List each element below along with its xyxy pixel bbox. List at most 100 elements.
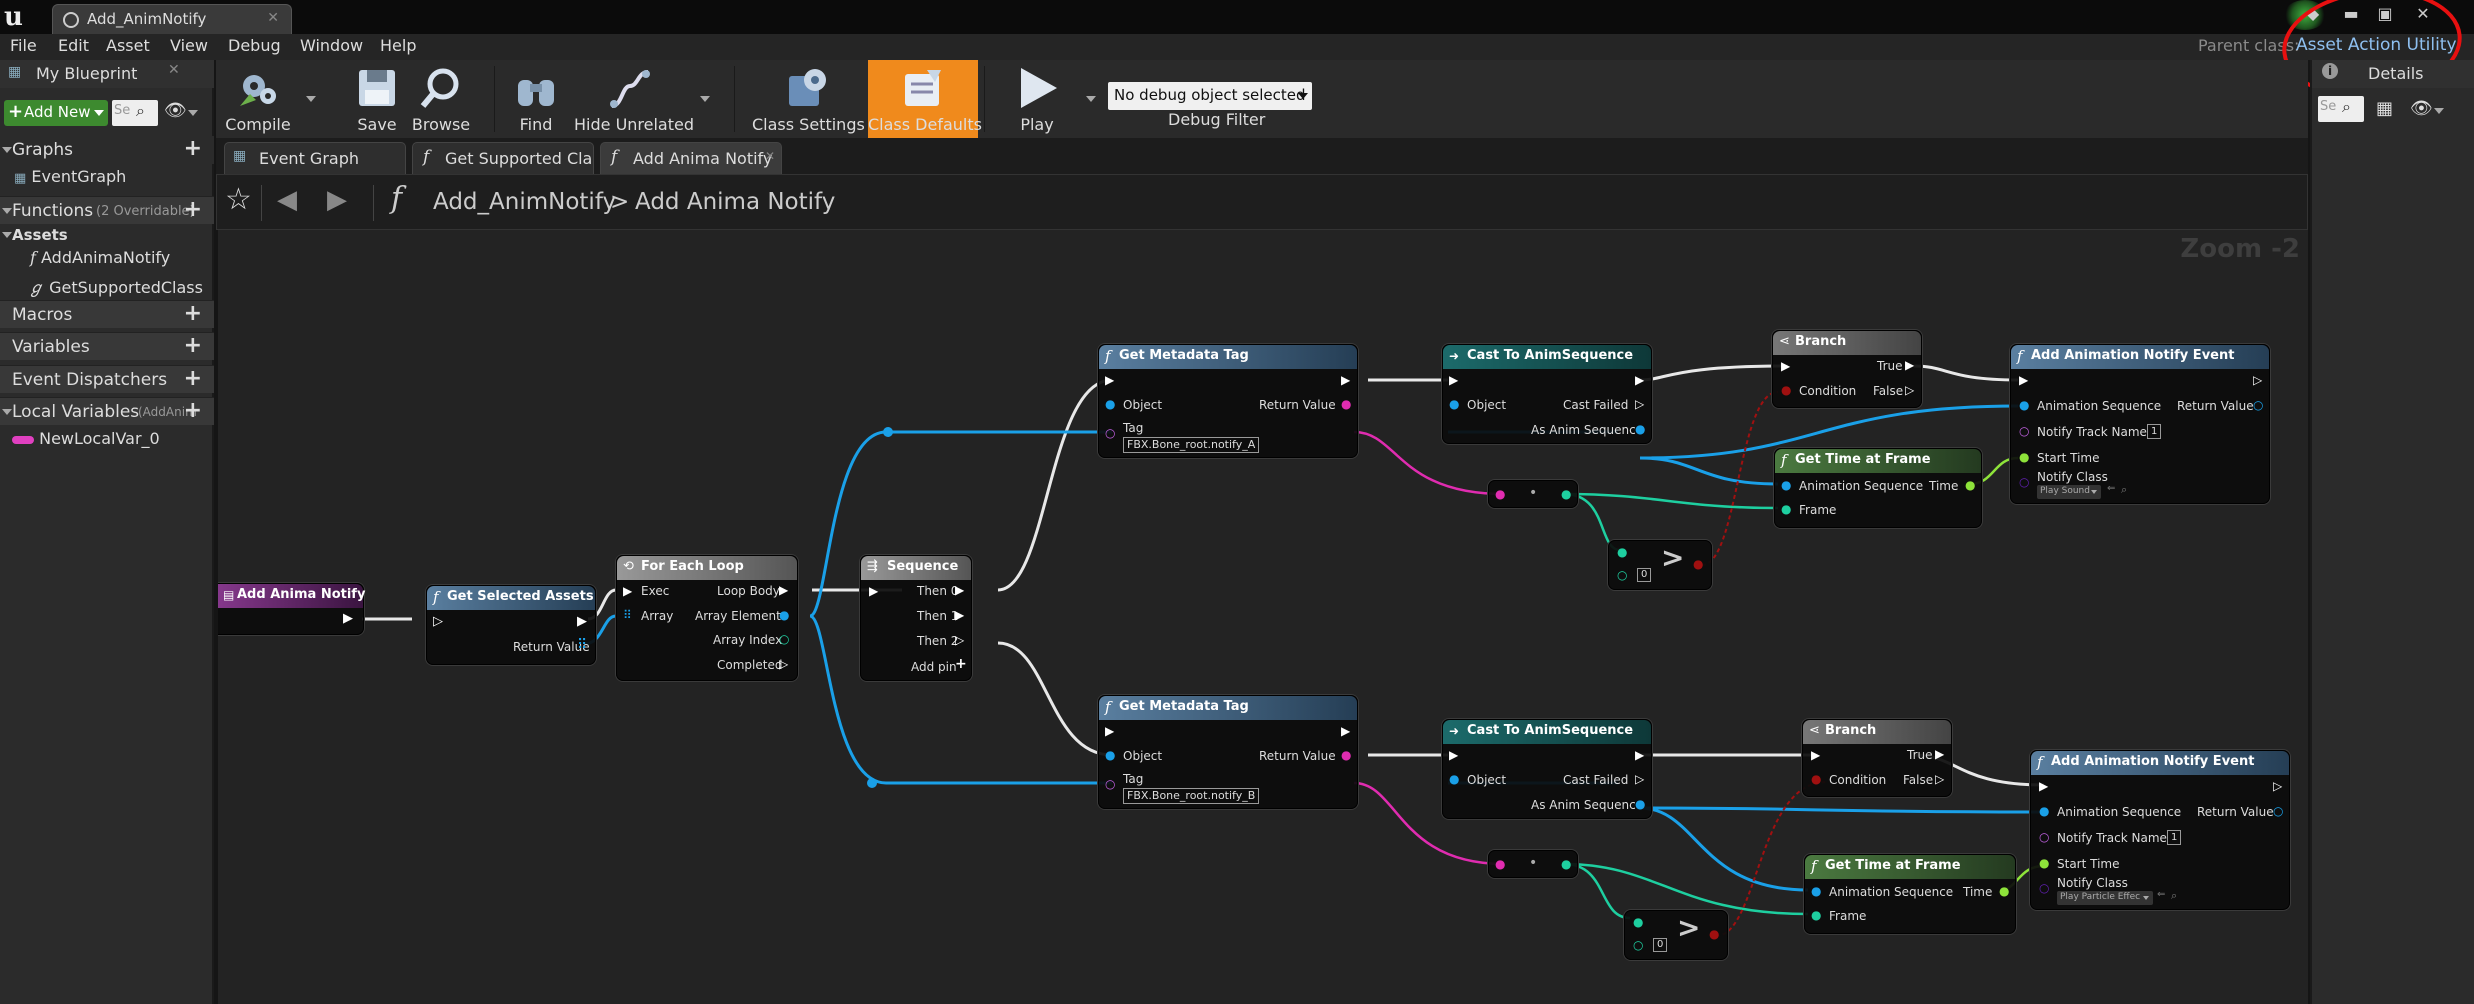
play-button[interactable]: Play: [992, 60, 1082, 138]
document-tab[interactable]: Add_AnimNotify ✕: [52, 4, 292, 34]
close-window-icon[interactable]: ✕: [2416, 4, 2430, 23]
menu-debug[interactable]: Debug: [228, 36, 281, 55]
notify-class-select[interactable]: Play Particle Effec: [2057, 891, 2153, 905]
forward-arrow-icon[interactable]: ▶: [327, 185, 347, 215]
exec-in-pin-icon[interactable]: ▶: [869, 584, 879, 598]
breadcrumb-root[interactable]: Add_AnimNotify: [433, 189, 617, 215]
for-each-loop-node[interactable]: ⟲ For Each Loop ▶ Exec ⠿ Array Loop Body…: [616, 555, 798, 681]
int-pin-icon[interactable]: ○: [779, 632, 790, 646]
notify-class-select[interactable]: Play Sound: [2037, 485, 2101, 499]
close-panel-icon[interactable]: ✕: [168, 62, 180, 78]
tag-input[interactable]: FBX.Bone_root.notify_A: [1123, 437, 1260, 453]
float-pin-icon[interactable]: ●: [1999, 884, 2010, 898]
add-variable-icon[interactable]: +: [183, 333, 202, 358]
float-pin-icon[interactable]: ●: [2019, 450, 2030, 464]
exec-in-pin-icon[interactable]: ▶: [1105, 724, 1115, 738]
exec-in-pin-icon[interactable]: ▶: [1811, 748, 1821, 762]
object-pin-icon[interactable]: ●: [1105, 397, 1116, 411]
object-pin-icon[interactable]: ●: [1781, 478, 1792, 492]
exec-out-pin-icon[interactable]: ▶: [577, 614, 587, 629]
exec-in-pin-icon[interactable]: ▶: [623, 584, 633, 598]
add-macro-icon[interactable]: +: [183, 301, 202, 326]
name-pin-icon[interactable]: ○: [1105, 777, 1116, 791]
get-time-at-frame-node-b[interactable]: f Get Time at Frame ● Animation Sequence…: [1804, 854, 2016, 934]
int-pin-icon[interactable]: ●: [1633, 915, 1644, 929]
bool-pin-icon[interactable]: ●: [1709, 927, 1720, 941]
cast-to-animsequence-node-b[interactable]: ➜ Cast To AnimSequence ▶ ▶ ● Object Cast…: [1442, 719, 1652, 819]
section-local-variables[interactable]: Local Variables (AddAnim +: [0, 397, 214, 425]
exec-out-pin-icon[interactable]: ▶: [779, 583, 789, 597]
unreal-logo-icon[interactable]: u: [4, 2, 23, 32]
name-pin-icon[interactable]: ●: [1495, 857, 1506, 871]
name-pin-icon[interactable]: ○: [2019, 424, 2030, 438]
tag-input[interactable]: FBX.Bone_root.notify_B: [1123, 788, 1260, 804]
add-pin-label[interactable]: Add pin: [911, 660, 957, 674]
exec-out-pin-icon[interactable]: ▶: [955, 583, 965, 597]
exec-out-pin-icon[interactable]: ▷: [1905, 383, 1915, 397]
exec-out-pin-icon[interactable]: ▷: [779, 657, 789, 671]
sequence-node[interactable]: ⇶ Sequence ▶ Then 0 ▶ Then 1 ▶ Then 2 ▷ …: [860, 555, 972, 681]
exec-in-pin-icon[interactable]: ▶: [1449, 748, 1459, 762]
function-item-getsupportedclass[interactable]: ℊ GetSupportedClass: [28, 274, 203, 298]
my-blueprint-tab[interactable]: ▦ My Blueprint ✕: [0, 60, 214, 88]
name-pin-icon[interactable]: ●: [1341, 397, 1352, 411]
menu-window[interactable]: Window: [300, 36, 364, 55]
use-selected-arrow-icon[interactable]: ⇐: [2107, 483, 2116, 494]
tab-add-anima-notify[interactable]: f Add Anima Notify ✕: [600, 142, 782, 174]
add-dispatcher-icon[interactable]: +: [183, 366, 202, 391]
compare-node-b[interactable]: ● ○ 0 > ●: [1624, 910, 1728, 960]
class-defaults-button[interactable]: Class Defaults: [868, 60, 982, 138]
maximize-icon[interactable]: ▣: [2377, 4, 2393, 23]
notification-icon[interactable]: ◆: [2306, 4, 2320, 23]
float-pin-icon[interactable]: ●: [2039, 856, 2050, 870]
int-pin-icon[interactable]: ●: [1781, 502, 1792, 516]
object-pin-icon[interactable]: ●: [1449, 772, 1460, 786]
int-pin-icon[interactable]: ●: [1811, 908, 1822, 922]
exec-out-pin-icon[interactable]: ▷: [2253, 373, 2263, 387]
int-pin-icon[interactable]: ○: [1617, 568, 1628, 582]
exec-out-pin-icon[interactable]: ▷: [955, 633, 965, 647]
tab-event-graph[interactable]: ▦ Event Graph: [224, 142, 406, 174]
compile-options-chevron-icon[interactable]: [306, 96, 316, 102]
object-pin-icon[interactable]: ●: [1449, 397, 1460, 411]
add-function-icon[interactable]: +: [183, 197, 202, 222]
class-settings-button[interactable]: Class Settings: [752, 60, 865, 138]
view-options-chevron-icon[interactable]: [188, 110, 198, 116]
source-control-icon[interactable]: [2284, 0, 2326, 30]
section-variables[interactable]: Variables +: [0, 332, 214, 360]
browse-search-icon[interactable]: ⌕: [2171, 889, 2178, 902]
bool-pin-icon[interactable]: ●: [1811, 772, 1822, 786]
assets-category[interactable]: Assets: [0, 224, 214, 246]
exec-in-pin-icon[interactable]: ▶: [2019, 373, 2029, 387]
get-metadata-tag-node-b[interactable]: f Get Metadata Tag ▶ ▶ ● Object Return V…: [1098, 695, 1358, 809]
exec-out-pin-icon[interactable]: ▷: [1635, 772, 1645, 786]
exec-out-pin-icon[interactable]: ▶: [1935, 747, 1945, 761]
section-graphs[interactable]: Graphs +: [0, 136, 214, 164]
exec-out-pin-icon[interactable]: ▶: [1635, 373, 1645, 387]
browse-button[interactable]: Browse: [410, 60, 472, 138]
name-pin-icon[interactable]: ●: [1495, 487, 1506, 501]
bool-pin-icon[interactable]: ●: [1693, 557, 1704, 571]
reroute-math-node-a[interactable]: ● • ●: [1488, 480, 1578, 508]
details-search-input[interactable]: Se ⌕: [2318, 96, 2364, 122]
add-new-button[interactable]: + Add New: [4, 100, 108, 126]
exec-in-pin-icon[interactable]: ▶: [1449, 373, 1459, 387]
array-pin-icon[interactable]: ⠿: [623, 608, 632, 622]
object-pin-icon[interactable]: ●: [1811, 884, 1822, 898]
view-options-chevron-icon[interactable]: [2434, 108, 2444, 114]
name-pin-icon[interactable]: ●: [1341, 748, 1352, 762]
add-pin-plus-icon[interactable]: +: [955, 656, 967, 672]
class-pin-icon[interactable]: ○: [2019, 475, 2030, 489]
event-graph-item[interactable]: ▦ EventGraph: [14, 167, 126, 186]
browse-search-icon[interactable]: ⌕: [2121, 483, 2128, 496]
menu-view[interactable]: View: [170, 36, 208, 55]
debug-object-select[interactable]: No debug object selected: [1108, 82, 1312, 110]
hide-unrelated-chevron-icon[interactable]: [700, 96, 710, 102]
get-time-at-frame-node-a[interactable]: f Get Time at Frame ● Animation Sequence…: [1774, 448, 1982, 528]
int-pin-icon[interactable]: ●: [1561, 857, 1572, 871]
compare-node-a[interactable]: ● ○ 0 > ●: [1608, 540, 1712, 590]
property-matrix-icon[interactable]: ▦: [2376, 98, 2394, 119]
object-pin-icon[interactable]: ●: [2039, 804, 2050, 818]
exec-out-pin-icon[interactable]: ▶: [343, 611, 353, 626]
exec-out-pin-icon[interactable]: ▶: [1341, 373, 1351, 387]
